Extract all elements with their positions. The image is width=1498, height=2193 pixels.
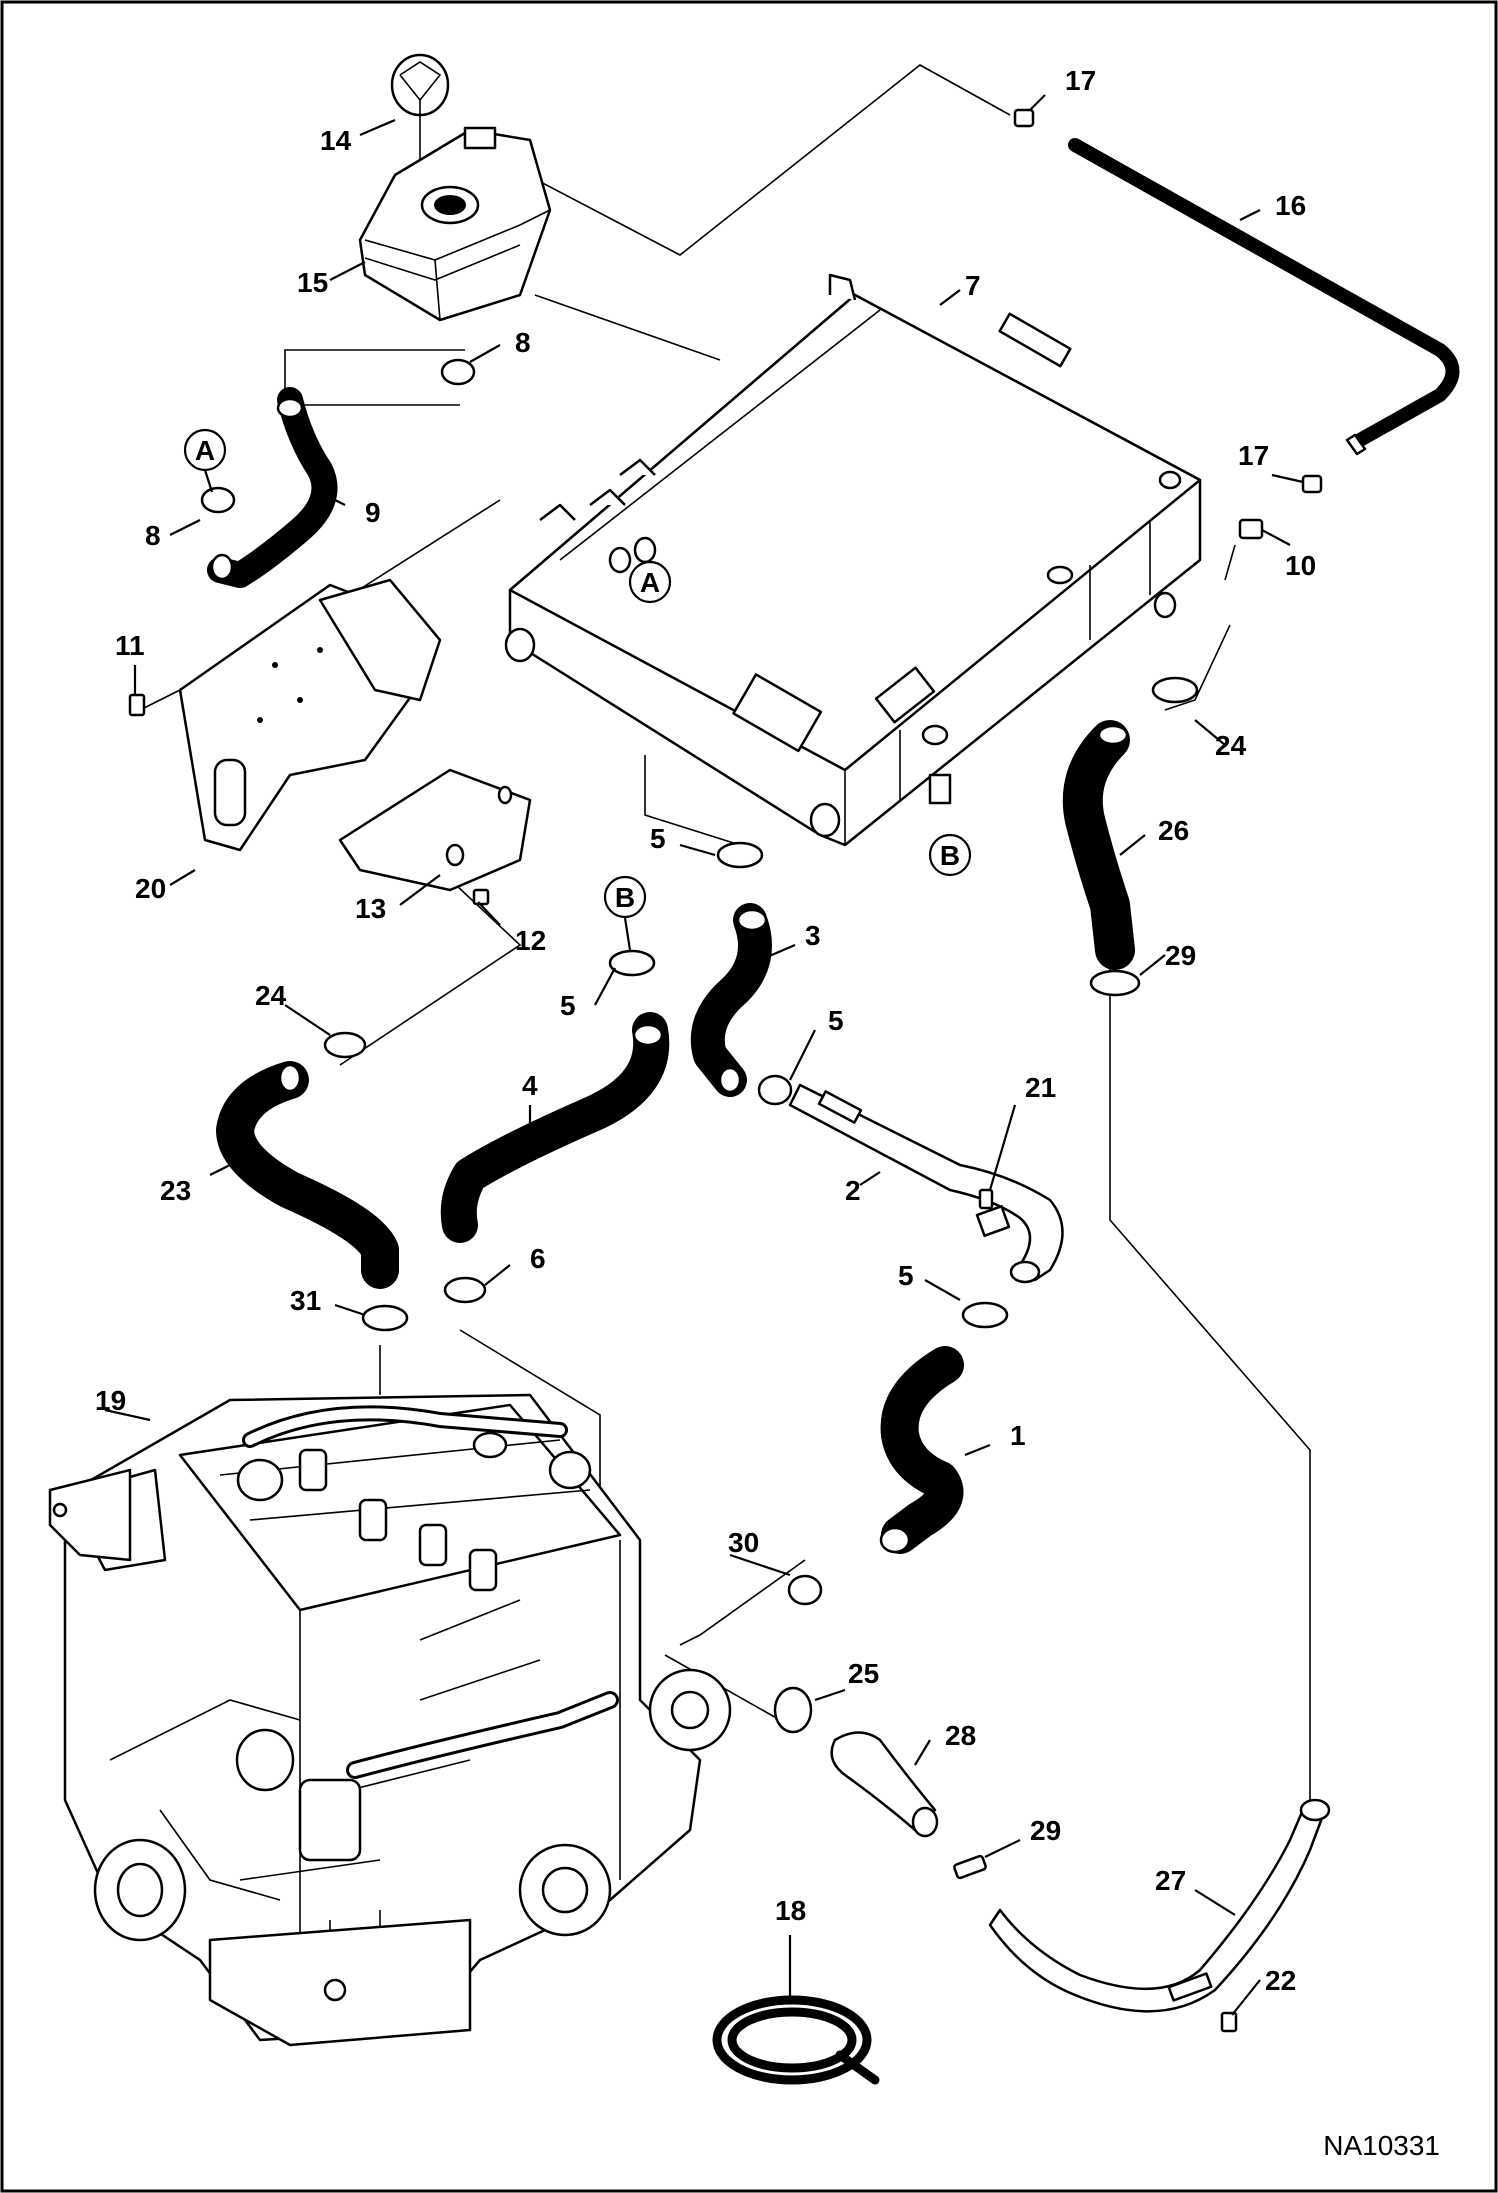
callout-6: 6 xyxy=(530,1243,546,1274)
callout-9: 9 xyxy=(365,497,381,528)
hose-16-end xyxy=(1345,433,1367,456)
svg-text:B: B xyxy=(940,840,960,871)
callout-22: 22 xyxy=(1265,1965,1296,1996)
callout-labels: 1 2 3 4 5 5 5 5 6 7 8 8 9 10 11 12 13 14… xyxy=(95,65,1316,1996)
hose-coil xyxy=(712,1995,880,2085)
ref-b-lower: B xyxy=(603,875,647,919)
callout-5c: 5 xyxy=(828,1005,844,1036)
callout-29a: 29 xyxy=(1165,940,1196,971)
hoses xyxy=(207,138,1460,1554)
callout-16: 16 xyxy=(1275,190,1306,221)
callout-7: 7 xyxy=(965,270,981,301)
clamps xyxy=(128,108,1323,2033)
svg-text:B: B xyxy=(615,882,635,913)
callout-1: 1 xyxy=(1010,1420,1026,1451)
callout-5d: 5 xyxy=(898,1260,914,1291)
svg-text:A: A xyxy=(640,567,660,598)
callout-23: 23 xyxy=(160,1175,191,1206)
callout-25: 25 xyxy=(848,1658,879,1689)
callout-31: 31 xyxy=(290,1285,321,1316)
svg-text:A: A xyxy=(195,435,215,466)
callout-24a: 24 xyxy=(255,980,287,1011)
callout-12: 12 xyxy=(515,925,546,956)
callout-29b: 29 xyxy=(1030,1815,1061,1846)
callout-2: 2 xyxy=(845,1175,861,1206)
callout-24b: 24 xyxy=(1215,730,1247,761)
callout-20: 20 xyxy=(135,873,166,904)
callout-4: 4 xyxy=(522,1070,538,1101)
callout-13: 13 xyxy=(355,893,386,924)
callout-11: 11 xyxy=(115,630,145,661)
callout-15: 15 xyxy=(297,267,328,298)
callout-17b: 17 xyxy=(1238,440,1269,471)
callout-27: 27 xyxy=(1155,1865,1186,1896)
lower-coolant-tube xyxy=(988,1798,1331,2013)
coolant-cap xyxy=(390,53,450,160)
callout-8b: 8 xyxy=(145,520,161,551)
callout-5b: 5 xyxy=(560,990,576,1021)
callout-26: 26 xyxy=(1158,815,1189,846)
callout-3: 3 xyxy=(805,920,821,951)
callout-30: 30 xyxy=(728,1527,759,1558)
leader-lines xyxy=(104,94,1304,2016)
coolant-tank xyxy=(358,126,552,322)
callout-28: 28 xyxy=(945,1720,976,1751)
mounting-bracket xyxy=(178,578,532,892)
ref-b-radiator: B xyxy=(928,833,972,877)
radiator xyxy=(504,273,1202,847)
callout-21: 21 xyxy=(1025,1072,1056,1103)
ref-a-radiator: A xyxy=(628,560,672,604)
callout-19: 19 xyxy=(95,1385,126,1416)
lower-hose-28 xyxy=(830,1731,939,1838)
reference-markers: A A B B xyxy=(183,428,972,919)
engine-block xyxy=(48,1393,732,2047)
callout-5a: 5 xyxy=(650,823,666,854)
callout-8a: 8 xyxy=(515,327,531,358)
ref-a-upper: A xyxy=(183,428,227,472)
callout-10: 10 xyxy=(1285,550,1316,581)
callout-18: 18 xyxy=(775,1895,806,1926)
figure-id: NA10331 xyxy=(1323,2130,1440,2161)
callout-14: 14 xyxy=(320,125,352,156)
coolant-tube xyxy=(788,1083,1064,1284)
callout-17a: 17 xyxy=(1065,65,1096,96)
